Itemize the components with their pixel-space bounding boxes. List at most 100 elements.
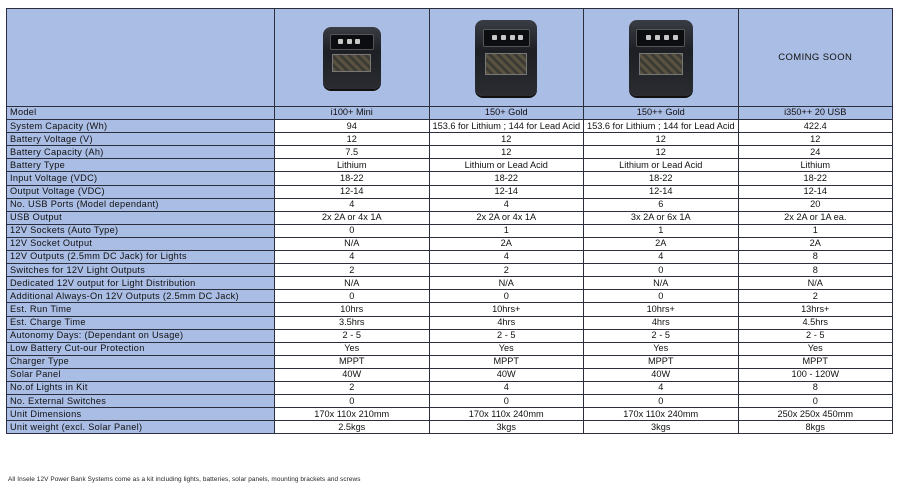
spec-row-label: Dedicated 12V output for Light Distribut… <box>6 276 275 291</box>
product-image-cell-1 <box>274 8 430 107</box>
spec-value-cell: Lithium <box>737 158 893 173</box>
spec-value-cell: 12 <box>737 132 893 147</box>
spec-value-cell: 0 <box>583 394 739 409</box>
spec-value-cell: 12 <box>428 132 584 147</box>
spec-value-cell: 10hrs <box>274 302 430 317</box>
spec-value-cell: Yes <box>274 341 430 356</box>
spec-value-cell: 170x 110x 240mm <box>583 407 739 422</box>
product-image-cell-2 <box>428 8 584 107</box>
spec-value-cell: 18-22 <box>737 171 893 186</box>
model-name-4: i350++ 20 USB <box>737 105 893 121</box>
spec-value-cell: 2x 2A or 1A ea. <box>737 210 893 225</box>
spec-value-cell: 4hrs <box>583 315 739 330</box>
model-row-label: Model <box>6 105 275 121</box>
spec-row-label: Solar Panel <box>6 367 275 382</box>
spec-row-label: Battery Voltage (V) <box>6 132 275 147</box>
spec-row: Dedicated 12V output for Light Distribut… <box>6 276 893 291</box>
spec-row-label: Input Voltage (VDC) <box>6 171 275 186</box>
spec-row-label: No. External Switches <box>6 394 275 409</box>
spec-value-cell: 2 - 5 <box>737 328 893 343</box>
spec-value-cell: 18-22 <box>428 171 584 186</box>
spec-value-cell: 0 <box>737 394 893 409</box>
spec-value-cell: 8 <box>737 380 893 396</box>
spec-value-cell: 2 - 5 <box>274 328 430 343</box>
spec-value-cell: 12 <box>274 132 430 147</box>
spec-value-cell: 40W <box>274 367 430 382</box>
spec-value-cell: MPPT <box>274 354 430 369</box>
spec-value-cell: 4 <box>274 197 430 212</box>
spec-value-cell: Lithium <box>274 158 430 173</box>
spec-row-label: Additional Always-On 12V Outputs (2.5mm … <box>6 289 275 304</box>
model-name-3: 150++ Gold <box>583 105 739 121</box>
spec-value-cell: 40W <box>583 367 739 382</box>
spec-table-body: COMING SOON Model i100+ Mini 150+ Gold 1… <box>6 8 893 435</box>
spec-value-cell: 94 <box>274 119 430 134</box>
spec-value-cell: 4 <box>274 250 430 265</box>
spec-row-label: Low Battery Cut-our Protection <box>6 341 275 356</box>
spec-row-label: 12V Outputs (2.5mm DC Jack) for Lights <box>6 250 275 265</box>
spec-row-label: No.of Lights in Kit <box>6 380 275 396</box>
spec-value-cell: 153.6 for Lithium ; 144 for Lead Acid <box>583 119 739 134</box>
spec-row-label: Switches for 12V Light Outputs <box>6 263 275 278</box>
spec-value-cell: 13hrs+ <box>737 302 893 317</box>
spec-value-cell: 3kgs <box>583 420 739 435</box>
spec-value-cell: 8kgs <box>737 420 893 435</box>
spec-value-cell: 4 <box>583 250 739 265</box>
spec-value-cell: MPPT <box>737 354 893 369</box>
spec-row-label: 12V Socket Output <box>6 236 275 252</box>
spec-value-cell: 1 <box>737 223 893 238</box>
spec-value-cell: 250x 250x 450mm <box>737 407 893 422</box>
spec-value-cell: 4hrs <box>428 315 584 330</box>
spec-value-cell: 24 <box>737 145 893 160</box>
spec-value-cell: Yes <box>428 341 584 356</box>
spec-value-cell: 40W <box>428 367 584 382</box>
spec-value-cell: 2 <box>274 380 430 396</box>
spec-value-cell: 4 <box>428 380 584 396</box>
spec-row-label: Output Voltage (VDC) <box>6 184 275 199</box>
spec-value-cell: 422.4 <box>737 119 893 134</box>
spec-value-cell: 18-22 <box>583 171 739 186</box>
spec-value-cell: 12 <box>583 132 739 147</box>
header-empty-cell <box>6 8 275 107</box>
spec-row-label: System Capacity (Wh) <box>6 119 275 134</box>
power-bank-150pp-gold-image <box>628 19 693 96</box>
spec-value-cell: Yes <box>737 341 893 356</box>
spec-value-cell: Lithium or Lead Acid <box>583 158 739 173</box>
spec-value-cell: 0 <box>583 263 739 278</box>
spec-row-label: No. USB Ports (Model dependant) <box>6 197 275 212</box>
spec-value-cell: Yes <box>583 341 739 356</box>
spec-row-label: USB Output <box>6 210 275 225</box>
spec-value-cell: 4 <box>428 197 584 212</box>
spec-value-cell: 0 <box>583 289 739 304</box>
spec-value-cell: 12 <box>583 145 739 160</box>
spec-value-cell: 100 - 120W <box>737 367 893 382</box>
model-row: Model i100+ Mini 150+ Gold 150++ Gold i3… <box>6 105 893 121</box>
product-image-cell-3 <box>583 8 739 107</box>
spec-value-cell: 2x 2A or 4x 1A <box>428 210 584 225</box>
spec-value-cell: 2 <box>428 263 584 278</box>
spec-value-cell: 12 <box>428 145 584 160</box>
spec-value-cell: 0 <box>274 289 430 304</box>
power-bank-i100-mini-image <box>322 26 381 89</box>
spec-row-label: Unit weight (excl. Solar Panel) <box>6 420 275 435</box>
spec-value-cell: 4 <box>583 380 739 396</box>
spec-value-cell: 3.5hrs <box>274 315 430 330</box>
spec-value-cell: 2A <box>428 236 584 252</box>
spec-row-label: Battery Capacity (Ah) <box>6 145 275 160</box>
spec-value-cell: N/A <box>274 276 430 291</box>
spec-value-cell: MPPT <box>583 354 739 369</box>
spec-row: System Capacity (Wh)94 153.6 for Lithium … <box>6 119 893 134</box>
spec-value-cell: 3x 2A or 6x 1A <box>583 210 739 225</box>
spec-value-cell: 18-22 <box>274 171 430 186</box>
